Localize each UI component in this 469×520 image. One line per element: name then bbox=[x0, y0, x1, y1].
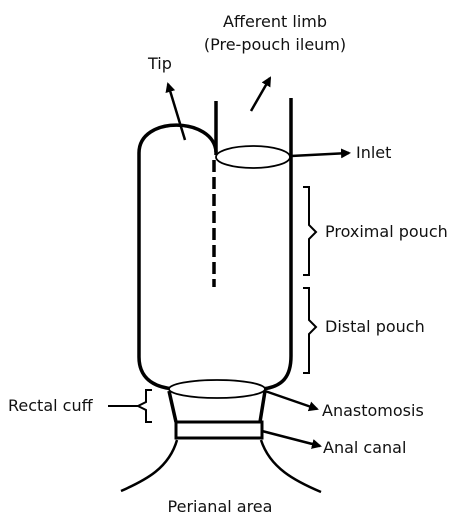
label-anastomosis: Anastomosis bbox=[322, 401, 424, 421]
label-rectal-cuff: Rectal cuff bbox=[8, 396, 93, 416]
distal-pouch-bracket bbox=[303, 288, 316, 373]
label-pre-pouch-ileum: (Pre-pouch ileum) bbox=[190, 35, 360, 55]
anal-canal-band bbox=[176, 422, 262, 438]
label-perianal-area: Perianal area bbox=[150, 497, 290, 517]
proximal-pouch-bracket bbox=[303, 187, 316, 275]
tip-arrow bbox=[168, 84, 185, 140]
anastomosis-arrow bbox=[265, 391, 317, 409]
anal-canal-arrow bbox=[262, 431, 320, 446]
inlet-arrow bbox=[291, 153, 349, 156]
label-distal-pouch: Distal pouch bbox=[325, 317, 425, 337]
rectal-cuff-left-wall bbox=[169, 391, 176, 422]
label-proximal-pouch: Proximal pouch bbox=[325, 222, 448, 242]
label-tip: Tip bbox=[148, 54, 172, 74]
perianal-right-curve bbox=[261, 440, 321, 492]
label-inlet: Inlet bbox=[356, 143, 391, 163]
afferent-limb-arrow bbox=[251, 78, 270, 111]
rectal-cuff-right-wall bbox=[260, 391, 265, 422]
label-afferent-limb: Afferent limb bbox=[215, 12, 335, 32]
inlet-opening bbox=[216, 146, 290, 168]
label-anal-canal: Anal canal bbox=[323, 438, 406, 458]
perianal-left-curve bbox=[121, 440, 177, 491]
rectal-cuff-bracket bbox=[138, 390, 152, 422]
anastomosis-ring bbox=[169, 380, 265, 398]
